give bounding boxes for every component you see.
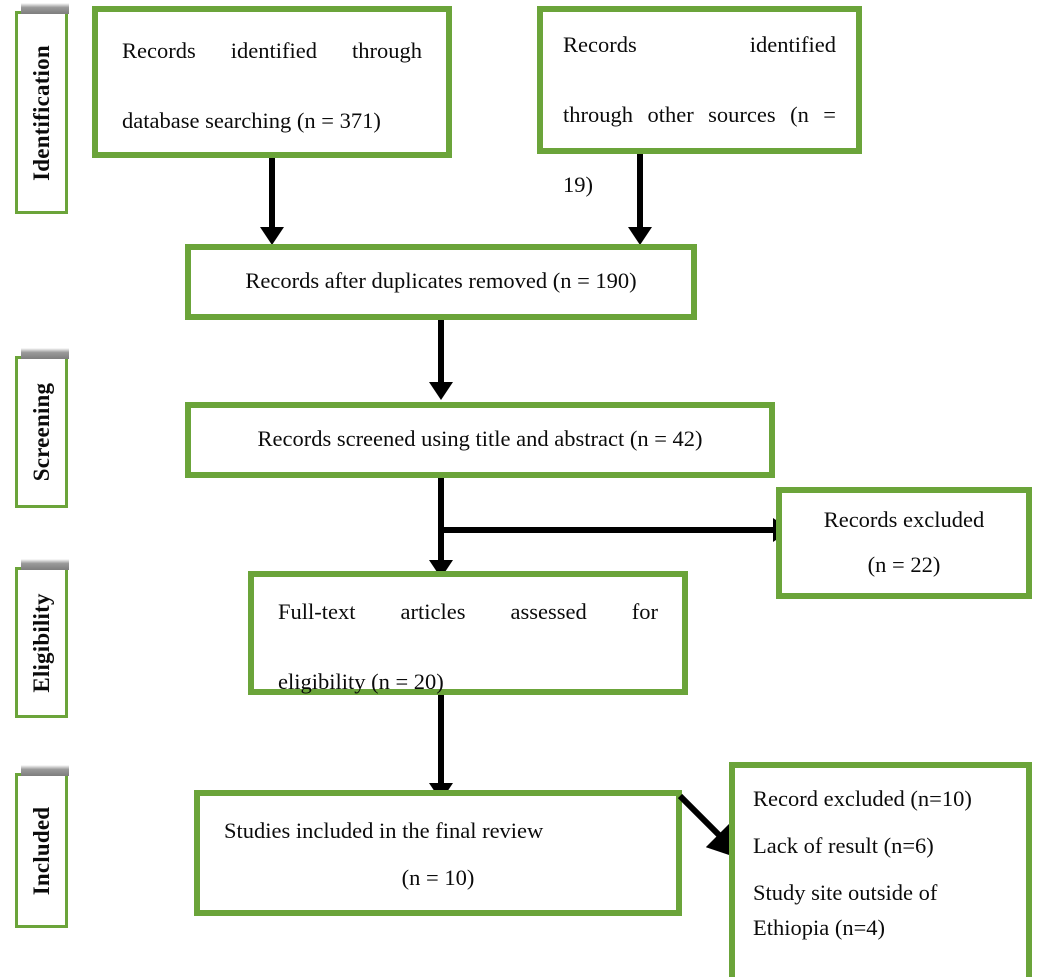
stage-label-included-text: Included — [28, 806, 54, 895]
stage-label-identification: Identification — [15, 3, 69, 214]
arrowhead-database-to-duplicates — [260, 227, 284, 245]
stage-label-screening-text: Screening — [28, 382, 54, 482]
connector-screened-to-fulltext — [438, 478, 444, 562]
stage-label-included: Included — [15, 765, 69, 928]
fulltext-assessed-line2: eligibility (n = 20) — [278, 668, 444, 694]
box-records-identified-database: Records identified through database sear… — [92, 6, 452, 158]
records-other-line1: Records identified — [563, 32, 836, 57]
studies-included-line1: Studies included in the final review — [224, 818, 544, 843]
final-exclusions-line3: Study site outside of — [753, 879, 938, 905]
final-exclusions-line2: Lack of result (n=6) — [753, 832, 934, 858]
final-exclusions-line4: Ethiopia (n=4) — [753, 914, 886, 940]
stage-shadow-screening — [21, 348, 69, 359]
stage-shadow-included — [21, 765, 69, 776]
records-database-line1: Records identified through — [122, 38, 422, 63]
box-records-excluded: Records excluded (n = 22) — [776, 487, 1032, 599]
stage-shadow-identification — [21, 3, 69, 14]
records-excluded-line2: (n = 22) — [867, 551, 941, 577]
stage-shadow-eligibility — [21, 559, 69, 570]
connector-fulltext-to-included — [438, 695, 444, 785]
connector-included-to-final-exclusions — [677, 793, 744, 860]
records-screened-line1: Records screened using title and abstrac… — [257, 426, 703, 451]
duplicates-removed-line1: Records after duplicates removed (n = 19… — [245, 268, 637, 293]
studies-included-line2: (n = 10) — [401, 864, 475, 890]
records-excluded-line1: Records excluded — [823, 507, 985, 532]
stage-label-identification-text: Identification — [28, 44, 54, 181]
box-final-exclusions: Record excluded (n=10) Lack of result (n… — [729, 762, 1032, 977]
box-duplicates-removed: Records after duplicates removed (n = 19… — [185, 244, 697, 320]
records-database-line2: database searching (n = 371) — [122, 107, 381, 133]
records-other-line2: through other sources (n = — [563, 101, 836, 127]
connector-duplicates-to-screened — [438, 320, 444, 382]
connector-screened-to-excluded — [438, 527, 775, 533]
box-records-identified-other: Records identified through other sources… — [537, 6, 862, 197]
box-records-screened: Records screened using title and abstrac… — [185, 402, 775, 478]
fulltext-assessed-line1: Full-text articles assessed for — [278, 599, 658, 624]
records-other-line3: 19) — [563, 171, 593, 197]
stage-label-eligibility: Eligibility — [15, 559, 69, 718]
arrowhead-other-to-duplicates — [628, 227, 652, 245]
final-exclusions-line1: Record excluded (n=10) — [753, 786, 972, 811]
arrowhead-duplicates-to-screened — [429, 382, 453, 400]
stage-label-screening: Screening — [15, 348, 69, 508]
connector-database-to-duplicates — [269, 158, 275, 230]
box-studies-included: Studies included in the final review (n … — [194, 790, 682, 916]
connector-other-to-duplicates — [637, 154, 643, 230]
stage-label-eligibility-text: Eligibility — [28, 592, 54, 693]
box-fulltext-assessed: Full-text articles assessed for eligibil… — [248, 571, 688, 695]
